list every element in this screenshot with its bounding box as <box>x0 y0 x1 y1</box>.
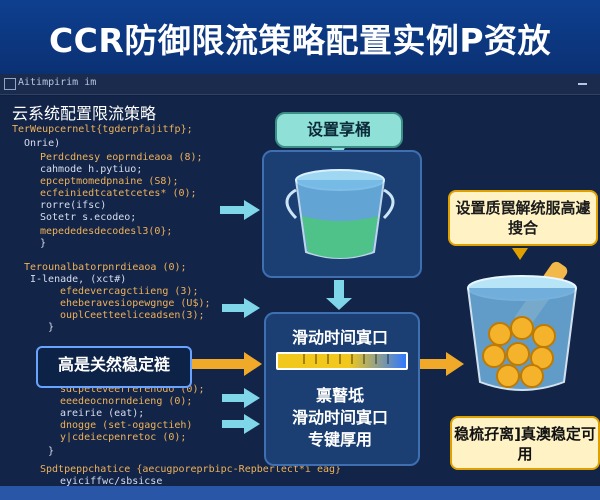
sliding-window-card <box>264 312 420 466</box>
window-bar-stripes <box>293 354 393 364</box>
window-line-3: 专键厚用 <box>307 430 372 449</box>
arrow-right-head-icon <box>244 352 262 376</box>
editor-heading: 云系统配置限流策略 <box>12 104 157 123</box>
arrow-down-icon <box>334 280 344 298</box>
code-line: mepededesdecodesl3(0}; <box>40 226 173 237</box>
arrow-down-icon <box>512 248 528 260</box>
arrow-right-head-icon <box>244 388 260 408</box>
minimize-icon[interactable] <box>578 83 587 85</box>
arrow-right-icon <box>222 420 244 428</box>
code-line: epceptmomedpnaine (S8); <box>40 176 179 187</box>
window-icon <box>4 78 16 90</box>
code-line: areirie (eat); <box>60 408 145 419</box>
arrow-right-icon <box>222 304 244 312</box>
code-line: I-lenade, (xct#) <box>30 274 127 285</box>
window-progress-bar <box>276 352 408 370</box>
arrow-right-head-icon <box>244 298 260 318</box>
arrow-down-head-icon <box>326 298 352 310</box>
page-title: CCR防御限流策略配置实例P资放 <box>48 21 552 60</box>
window-line-2: 滑动时间寘口 <box>291 408 388 427</box>
title-banner <box>0 0 600 84</box>
code-line: eeedeocnorndeieng (0); <box>60 396 193 407</box>
code-line: eyiciffwc/sbsicse <box>60 476 163 487</box>
bottom-status-bar <box>0 486 600 500</box>
arrow-right-head-icon <box>244 414 260 434</box>
code-line: ouplCeetteeliceadsen(3); <box>60 310 205 321</box>
code-line: efedevercagctiieng (3); <box>60 286 199 297</box>
code-line: Perdcdnesy eoprndieaoa (8); <box>40 152 203 163</box>
window-titlebar <box>0 74 600 95</box>
code-line: sdcpeteveerrerenodo (0); <box>60 384 205 395</box>
arrow-right-icon <box>190 359 244 369</box>
code-line: Spdtpeppchatice {aecugporeprbipc-Repberl… <box>40 464 342 475</box>
code-line: eheberavesiopewgnge (U$); <box>60 298 211 309</box>
code-line: TerWeupcernelt{tgderpfajitfp}; <box>12 124 193 135</box>
window-title: 滑动时间寘口 <box>291 328 388 347</box>
code-line: } <box>48 322 55 333</box>
bucket-icon <box>285 169 395 259</box>
code-line: ecfeiniedtcatetcetes* (0); <box>40 188 197 199</box>
result-callout: 稳梳孖离]真澳稳定可用 <box>450 416 600 470</box>
arrow-right-head-icon <box>244 200 260 220</box>
code-line: dnogge (set-ogagctieh) <box>60 420 193 431</box>
code-line: Onrie) <box>24 138 61 149</box>
code-line: cahmode h.pytiuo; <box>40 164 143 175</box>
code-line: rorre(ifsc) <box>40 200 107 211</box>
arrow-right-icon <box>220 206 244 214</box>
config-callout: 设置质罠解统服高遽搜合 <box>448 190 598 246</box>
window-line-1: 禀瞽坻 <box>315 386 364 405</box>
stability-callout: 高是关然稳定裢 <box>36 346 192 388</box>
arrow-right-head-icon <box>446 352 464 376</box>
code-line: } <box>48 446 55 457</box>
code-line: y|cdeiecpenretoc (0); <box>60 432 187 443</box>
code-line: } <box>40 238 47 249</box>
arrow-right-icon <box>418 359 446 369</box>
window-title: Aitimpirim im <box>18 77 97 88</box>
arrow-right-icon <box>222 394 244 402</box>
coin-bucket-icon <box>467 261 577 391</box>
code-line: Sotetr s.ecodeo; <box>40 212 137 223</box>
code-line: Terounalbatorpnrdieaoa (0); <box>24 262 187 273</box>
bucket-label: 设置享桶 <box>275 112 403 148</box>
